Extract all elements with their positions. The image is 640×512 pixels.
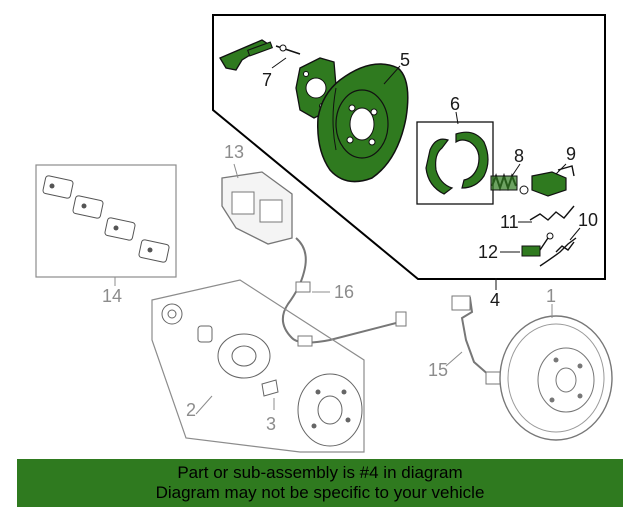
callout-14[interactable]: 14 xyxy=(102,286,122,306)
caliper[interactable] xyxy=(221,163,293,245)
brake-shoe-box xyxy=(416,121,494,205)
callout-12[interactable]: 12 xyxy=(478,242,498,262)
hold-down-pin[interactable] xyxy=(521,232,554,257)
callout-4[interactable]: 4 xyxy=(490,290,500,310)
parts-diagram: 1 2 3 4 5 6 7 8 9 10 11 12 13 14 15 16 xyxy=(35,14,613,453)
callout-3[interactable]: 3 xyxy=(266,414,276,434)
callout-1[interactable]: 1 xyxy=(546,286,556,306)
callout-8[interactable]: 8 xyxy=(514,146,524,166)
callout-2[interactable]: 2 xyxy=(186,400,196,420)
notice-line-1: Part or sub-assembly is #4 in diagram xyxy=(177,463,463,482)
backing-plate[interactable] xyxy=(317,63,409,183)
return-spring-11[interactable] xyxy=(529,205,575,221)
brake-rotor[interactable] xyxy=(499,304,613,441)
return-spring-10[interactable] xyxy=(539,237,577,267)
brake-shoes[interactable] xyxy=(425,131,489,195)
brake-hose[interactable] xyxy=(445,295,501,385)
callout-11[interactable]: 11 xyxy=(500,212,519,232)
abs-sensor-wire[interactable] xyxy=(281,237,407,347)
leader-lines xyxy=(271,57,581,253)
notice-line-2: Diagram may not be specific to your vehi… xyxy=(155,483,485,502)
callout-9[interactable]: 9 xyxy=(566,144,576,164)
adjuster[interactable] xyxy=(531,165,575,197)
hub-bearing-assembly[interactable] xyxy=(151,279,365,453)
callout-6[interactable]: 6 xyxy=(450,94,460,114)
assembly-4-frame xyxy=(212,14,606,280)
spring[interactable] xyxy=(490,172,529,195)
parking-brake-lever[interactable] xyxy=(219,39,301,71)
callout-16[interactable]: 16 xyxy=(334,282,354,302)
brake-pad-set[interactable] xyxy=(35,164,177,286)
callout-10[interactable]: 10 xyxy=(578,210,598,230)
callout-5[interactable]: 5 xyxy=(400,50,410,70)
callout-13[interactable]: 13 xyxy=(224,142,244,162)
callout-7[interactable]: 7 xyxy=(262,70,272,90)
notice-banner: Part or sub-assembly is #4 in diagram Di… xyxy=(17,459,623,507)
callout-15[interactable]: 15 xyxy=(428,360,448,380)
